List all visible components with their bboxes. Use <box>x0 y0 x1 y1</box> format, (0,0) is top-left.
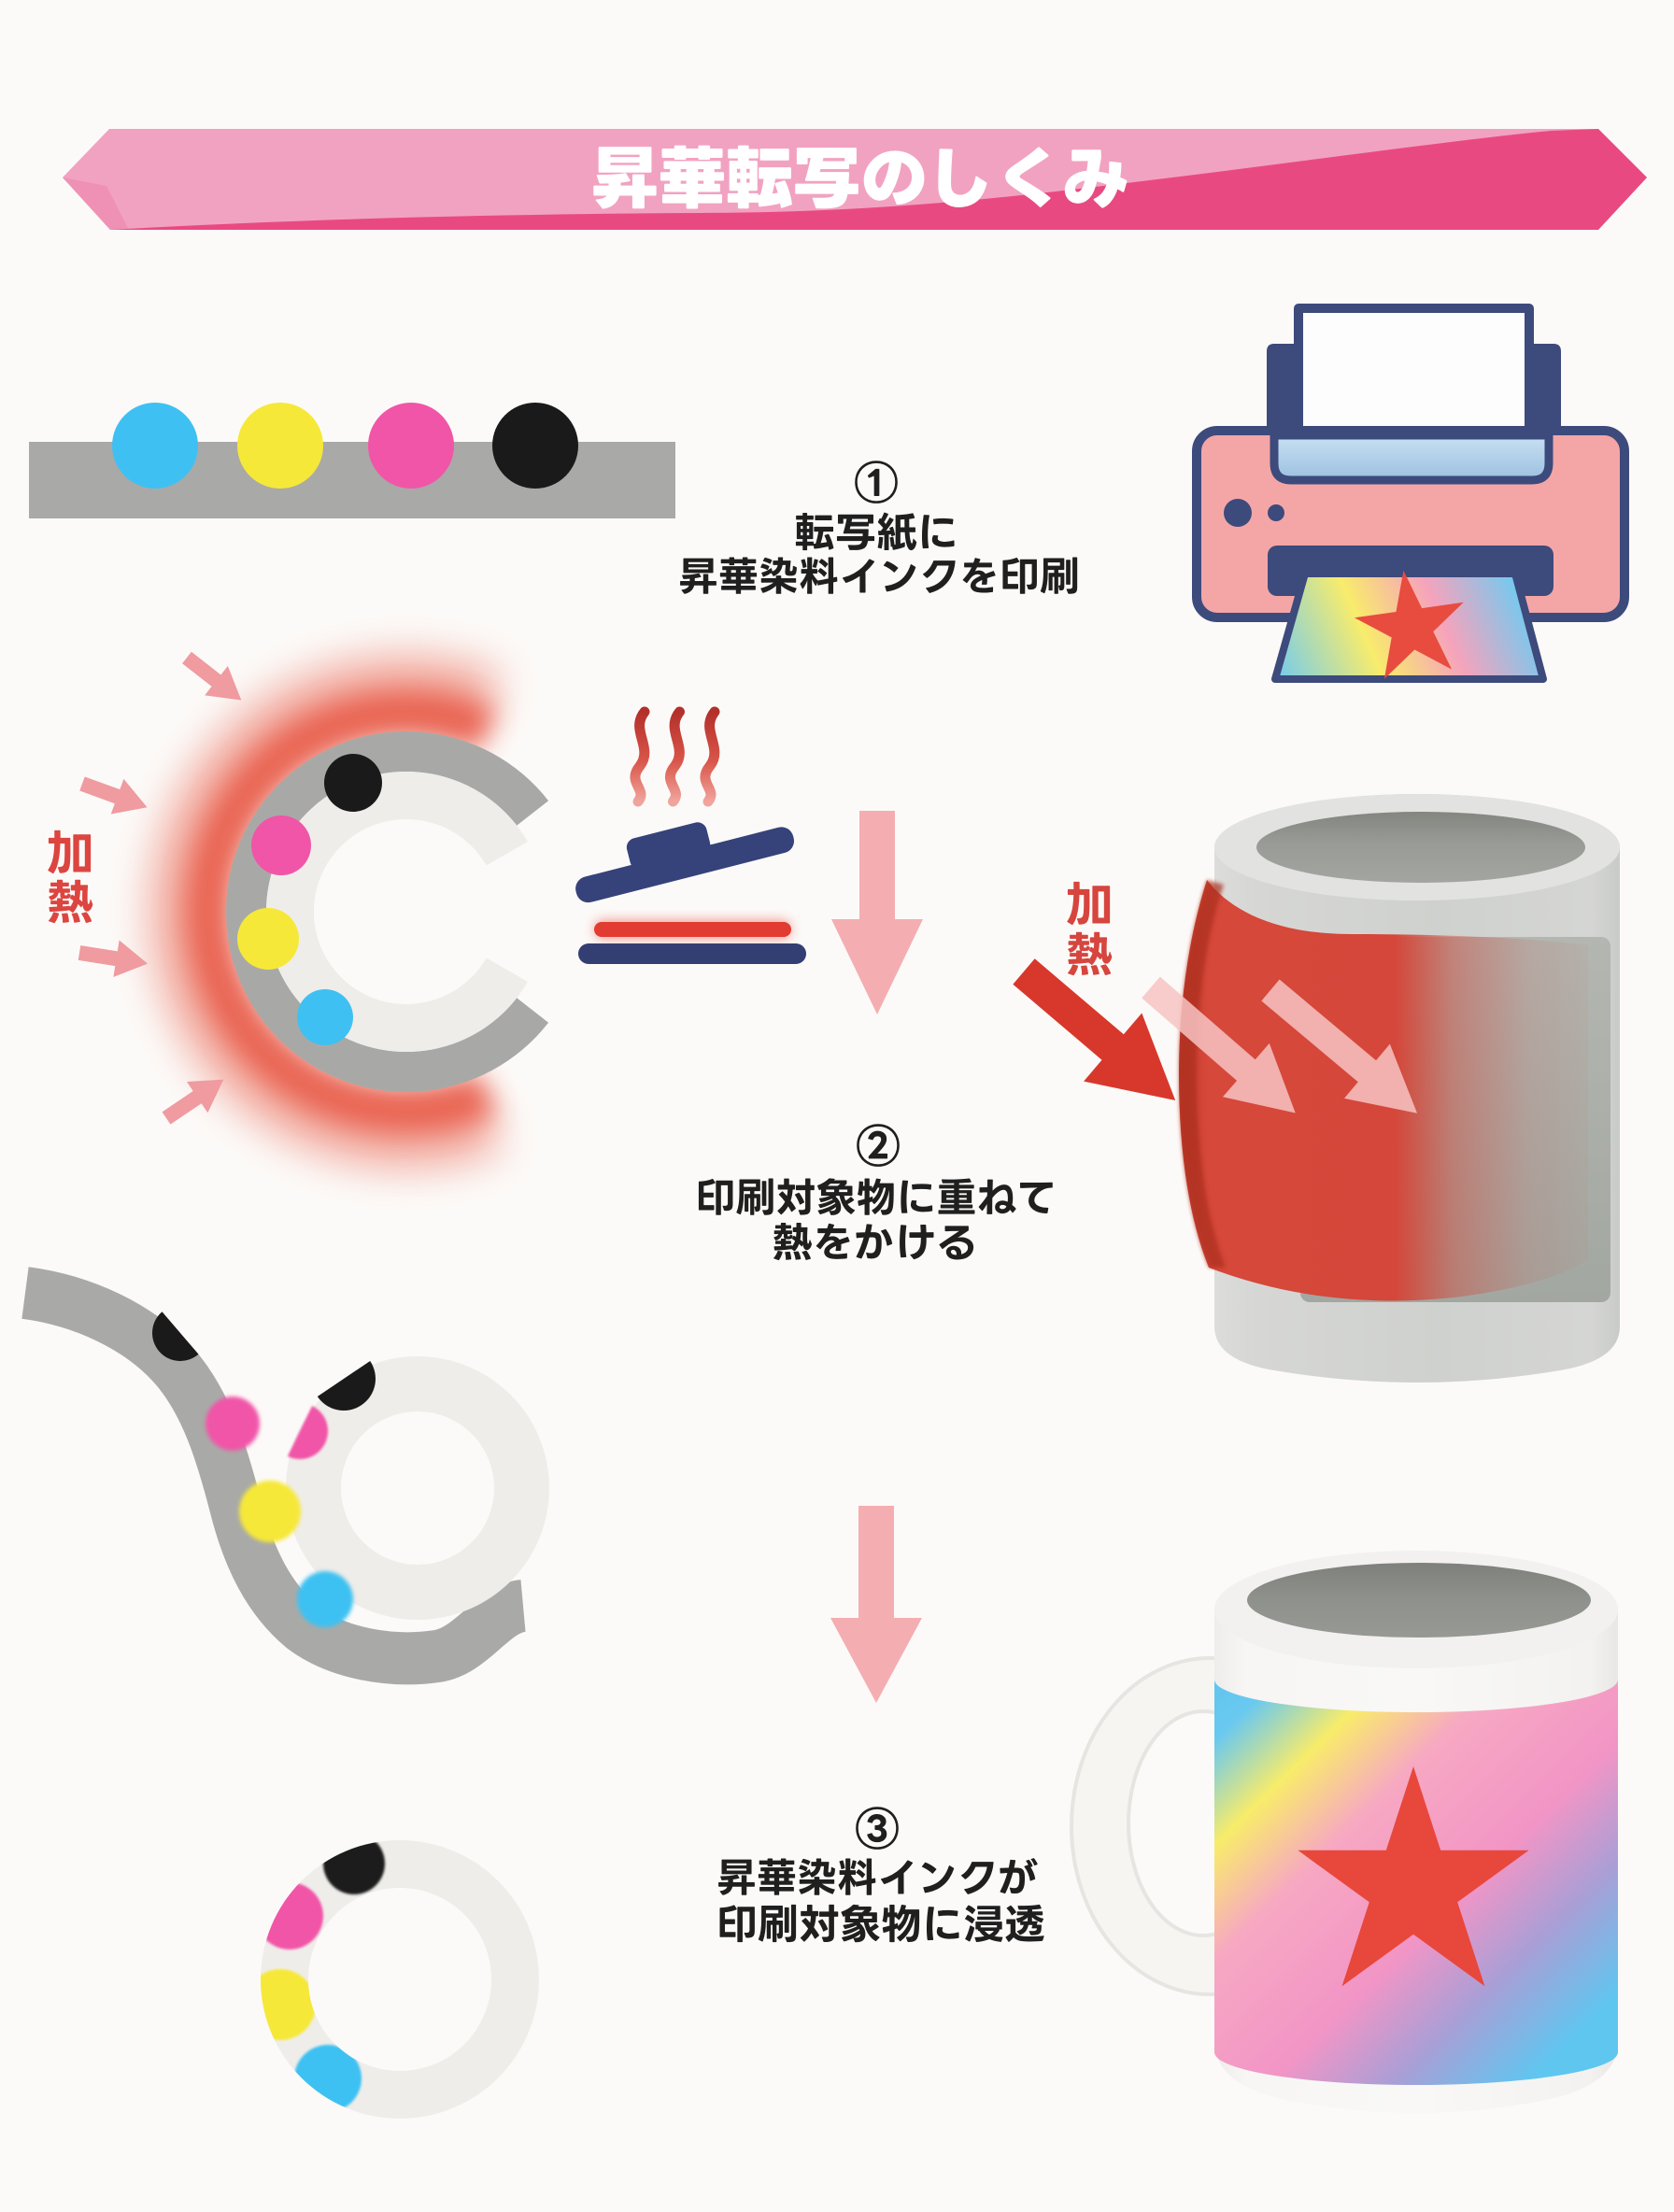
printer-small-light <box>1268 504 1284 521</box>
printer-icon <box>1192 304 1629 683</box>
peel-dot-magenta-on-paper <box>206 1397 260 1451</box>
press-heater-bar <box>594 922 791 937</box>
heat-press-icon <box>575 706 806 964</box>
steam-icon <box>664 706 685 807</box>
title-ribbon: 昇華転写のしくみ <box>63 129 1647 230</box>
ink-dot-yellow <box>237 403 323 489</box>
pink-heat-arrow-2 <box>1261 979 1418 1113</box>
heat-arrow-2 <box>79 776 148 815</box>
peel-dot-black-on-paper <box>152 1312 199 1361</box>
ribbon-dark-sweep <box>110 129 1647 230</box>
printer-tray-left <box>1267 344 1298 444</box>
mug-with-sheet-illustration: 加熱 <box>1013 794 1620 1382</box>
down-arrow-2 <box>830 1506 922 1703</box>
peeled-object-ring <box>286 1356 549 1620</box>
down-arrow-1 <box>831 811 923 1014</box>
transfer-roll-illustration: 加熱 <box>22 651 549 1168</box>
red-heat-arrow-icon <box>1013 958 1176 1101</box>
peel-dot-cyan <box>297 1571 353 1627</box>
steam-icon <box>700 706 720 807</box>
mug2-opening <box>1256 812 1585 883</box>
printer-window <box>1270 431 1553 485</box>
press-base-plate <box>578 943 806 964</box>
printer-tray-right <box>1529 344 1561 444</box>
ribbon-tip-shade <box>63 177 129 230</box>
step2-caption-line2: 熱をかける <box>772 1220 977 1268</box>
heat-glow-outer <box>149 656 503 1168</box>
printout-star-icon <box>1354 570 1464 679</box>
transfer-sheet-fold <box>1179 880 1226 1268</box>
ink-dot-black <box>492 403 578 489</box>
roll-ink-dot-magenta <box>251 815 311 875</box>
roll-ink-dot-yellow <box>237 908 299 970</box>
roll-ink-dot-cyan <box>297 989 353 1045</box>
heating-label-right: 加熱 <box>1042 878 1137 933</box>
printer-power-light <box>1224 499 1252 527</box>
peel-dot-yellow <box>239 1481 301 1542</box>
step1-number: ① <box>858 458 896 510</box>
pink-heat-arrow-1 <box>1142 976 1296 1113</box>
heating-label-left: 加熱 <box>22 827 118 882</box>
step3-caption-line2: 印刷対象物に浸透 <box>716 1902 1046 1950</box>
peeling-paper-strip <box>21 1267 529 1685</box>
object-ring <box>265 771 528 1053</box>
step3-number: ③ <box>858 1804 897 1856</box>
heat-arrow-4 <box>162 1079 224 1125</box>
peel-dot-magenta-on-object <box>287 1406 328 1459</box>
step2-caption-line1: 印刷対象物に重ねて <box>696 1175 1057 1222</box>
title-text: 昇華転写のしくみ <box>590 140 1131 219</box>
step1-caption-line2: 昇華染料インクを印刷 <box>678 554 1080 601</box>
press-top-plate <box>575 827 795 903</box>
roll-ink-dot-black <box>324 754 382 812</box>
finished-mug-illustration <box>1069 1551 1618 2113</box>
ink-dot-cyan <box>112 403 198 489</box>
mug3-opening <box>1247 1563 1591 1638</box>
ink-dot-magenta <box>368 403 454 489</box>
mug-star-icon <box>1298 1766 1529 1987</box>
ink-ribbon-illustration <box>29 403 675 518</box>
heat-glow-inner <box>185 690 497 1133</box>
heat-arrow-3 <box>78 940 149 978</box>
steam-icon <box>630 706 650 807</box>
peeling-illustration <box>21 1267 549 1685</box>
press-handle <box>626 822 711 870</box>
step1-caption-line1: 転写紙に <box>794 510 958 558</box>
step2-number: ② <box>859 1121 898 1173</box>
peel-dot-black-on-object <box>317 1360 376 1411</box>
heat-arrow-1 <box>182 651 242 701</box>
step3-caption-line1: 昇華染料インクが <box>716 1855 1038 1902</box>
